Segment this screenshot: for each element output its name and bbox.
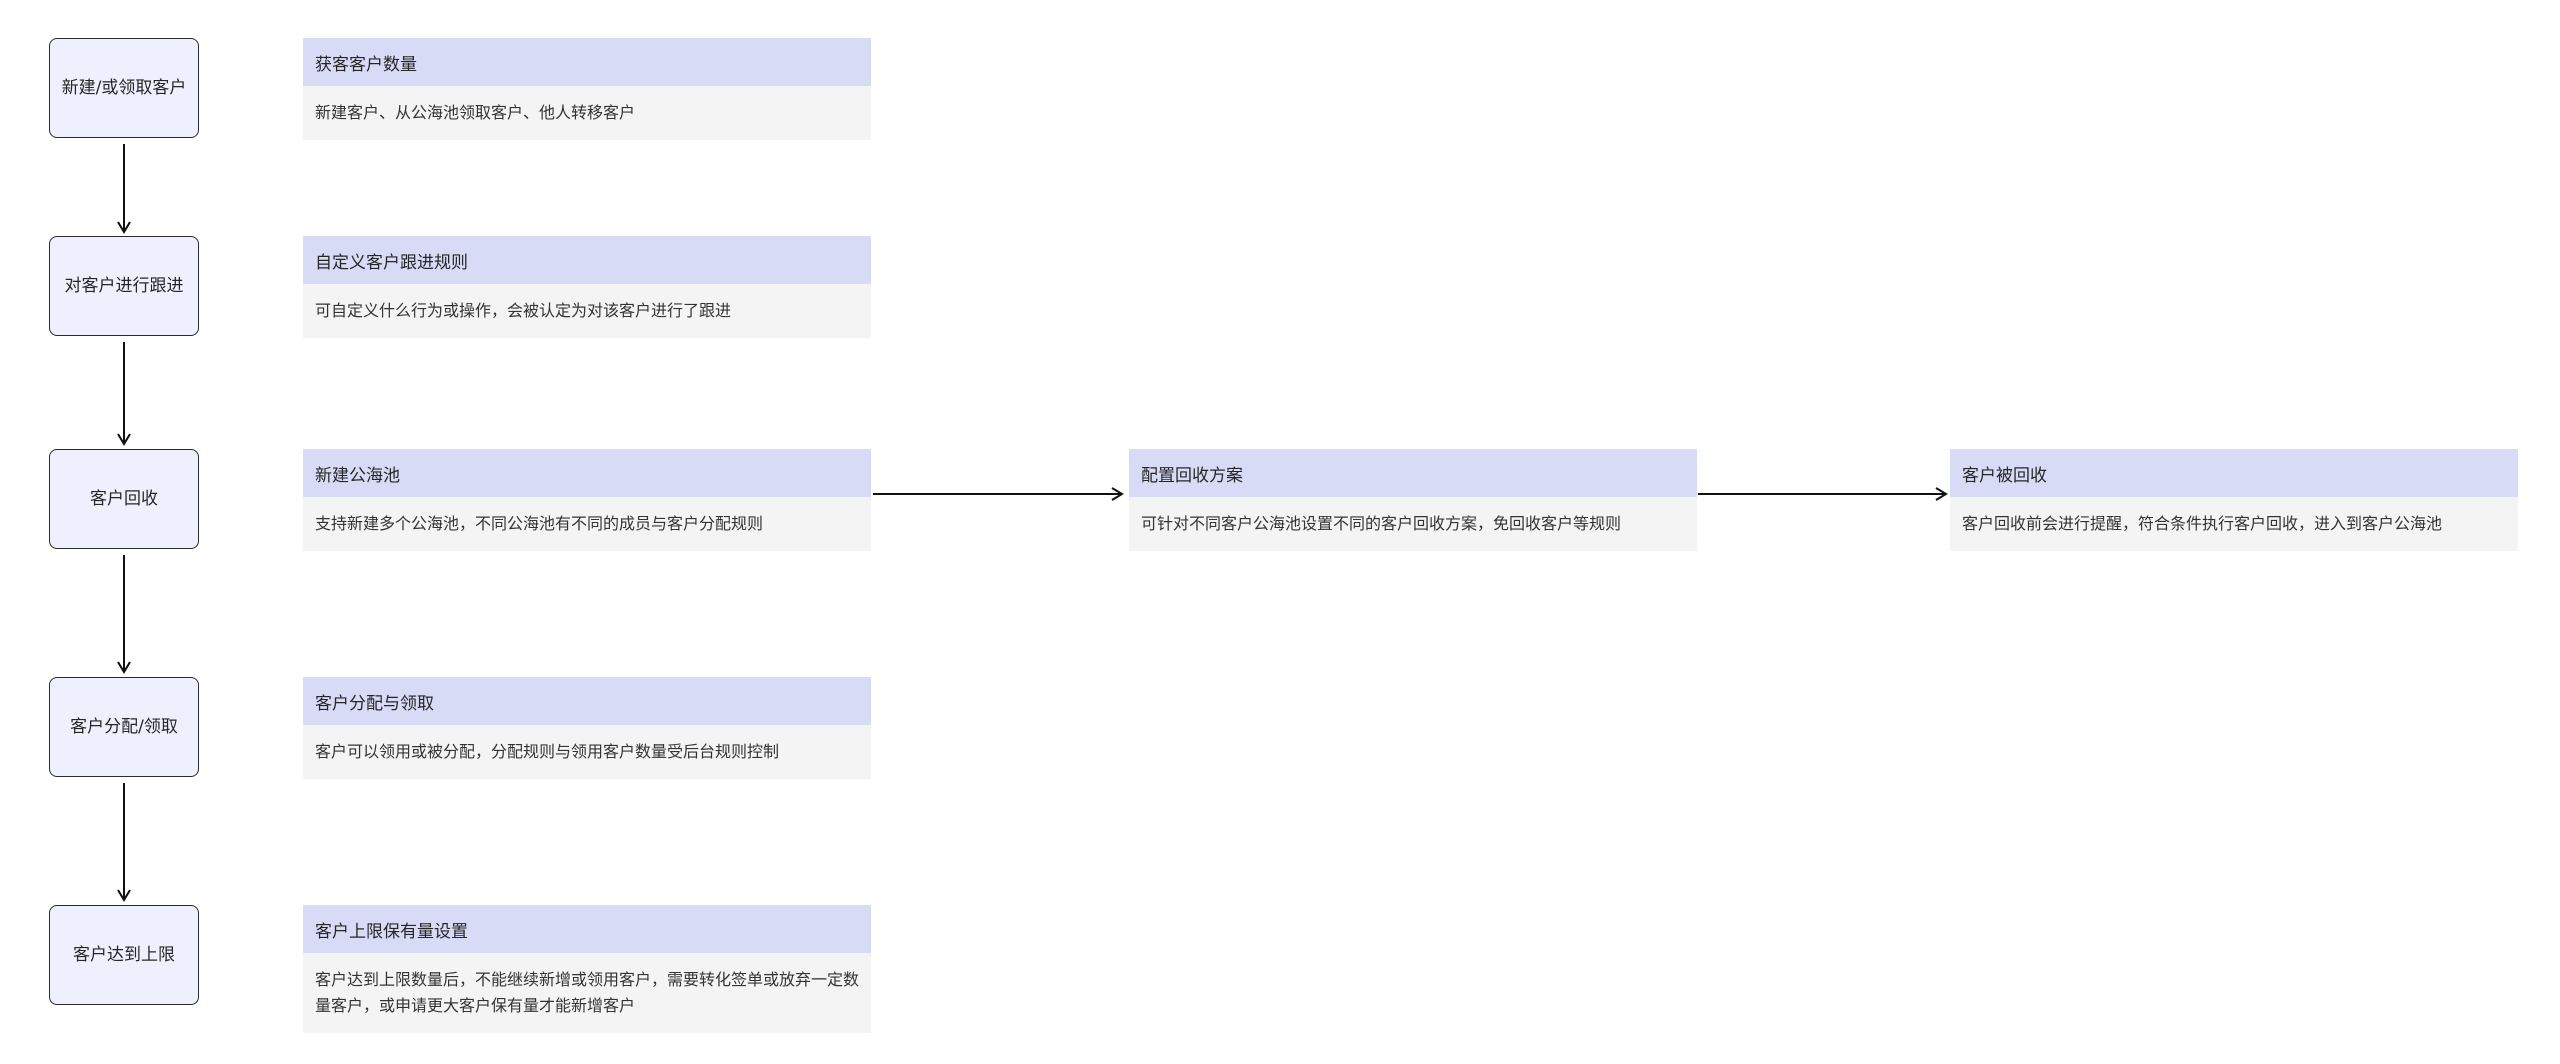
card-title: 新建公海池 [303, 449, 871, 497]
card-follow-up-rules: 自定义客户跟进规则 可自定义什么行为或操作，会被认定为对该客户进行了跟进 [303, 236, 871, 338]
card-description: 可自定义什么行为或操作，会被认定为对该客户进行了跟进 [303, 284, 871, 338]
step-customer-recycle: 客户回收 [49, 449, 199, 549]
card-description: 客户可以领用或被分配，分配规则与领用客户数量受后台规则控制 [303, 725, 871, 779]
card-assign-and-claim: 客户分配与领取 客户可以领用或被分配，分配规则与领用客户数量受后台规则控制 [303, 677, 871, 779]
step-label: 客户分配/领取 [70, 716, 178, 737]
card-new-public-pool: 新建公海池 支持新建多个公海池，不同公海池有不同的成员与客户分配规则 [303, 449, 871, 551]
card-acquire-customers: 获客客户数量 新建客户、从公海池领取客户、他人转移客户 [303, 38, 871, 140]
card-description: 可针对不同客户公海池设置不同的客户回收方案，免回收客户等规则 [1129, 497, 1697, 551]
card-title: 客户上限保有量设置 [303, 905, 871, 953]
card-title: 客户分配与领取 [303, 677, 871, 725]
card-title: 客户被回收 [1950, 449, 2518, 497]
card-description: 客户达到上限数量后，不能继续新增或领用客户，需要转化签单或放弃一定数量客户，或申… [303, 953, 871, 1033]
card-title: 配置回收方案 [1129, 449, 1697, 497]
step-label: 客户回收 [90, 488, 158, 509]
step-label: 对客户进行跟进 [64, 275, 184, 296]
step-customer-limit-reached: 客户达到上限 [49, 905, 199, 1005]
step-new-or-claim-customer: 新建/或领取客户 [49, 38, 199, 138]
step-label: 新建/或领取客户 [61, 77, 187, 98]
card-customer-recycled: 客户被回收 客户回收前会进行提醒，符合条件执行客户回收，进入到客户公海池 [1950, 449, 2518, 551]
step-label: 客户达到上限 [73, 944, 175, 965]
card-description: 客户回收前会进行提醒，符合条件执行客户回收，进入到客户公海池 [1950, 497, 2518, 551]
step-follow-up-customer: 对客户进行跟进 [49, 236, 199, 336]
card-description: 新建客户、从公海池领取客户、他人转移客户 [303, 86, 871, 140]
card-recycle-plan: 配置回收方案 可针对不同客户公海池设置不同的客户回收方案，免回收客户等规则 [1129, 449, 1697, 551]
step-customer-assign-claim: 客户分配/领取 [49, 677, 199, 777]
card-description: 支持新建多个公海池，不同公海池有不同的成员与客户分配规则 [303, 497, 871, 551]
card-title: 自定义客户跟进规则 [303, 236, 871, 284]
card-title: 获客客户数量 [303, 38, 871, 86]
card-customer-limit-setting: 客户上限保有量设置 客户达到上限数量后，不能继续新增或领用客户，需要转化签单或放… [303, 905, 871, 1033]
